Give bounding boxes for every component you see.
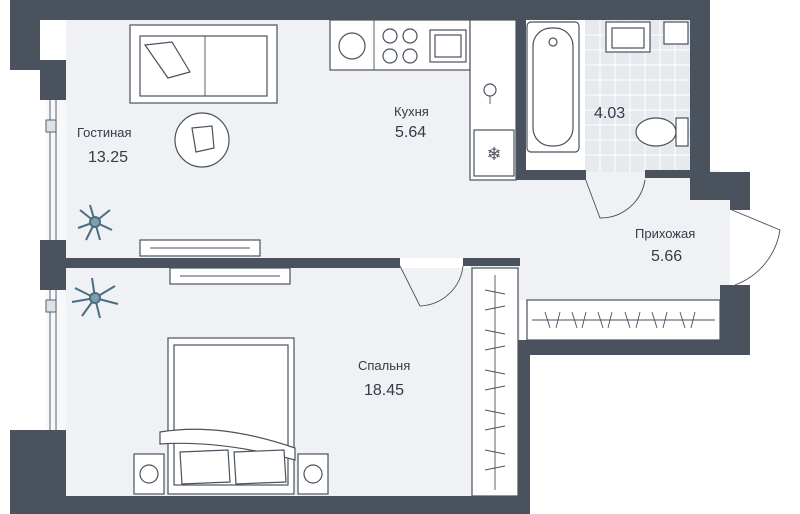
bed-icon: [133, 337, 329, 495]
windows: [45, 100, 57, 430]
kitchen-counter: ❄: [329, 19, 517, 181]
bedroom-name: Спальня: [358, 358, 410, 373]
living-room-area: 13.25: [88, 149, 128, 166]
plant-icon: [71, 277, 119, 319]
bathroom-sink-icon: [605, 21, 651, 53]
bathroom-area: 4.03: [594, 105, 625, 122]
wardrobe-icon: [526, 299, 721, 341]
washing-machine-icon: [338, 32, 366, 60]
hall-name: Прихожая: [635, 226, 695, 241]
hall-area: 5.66: [651, 248, 682, 265]
bedroom-area: 18.45: [364, 382, 404, 399]
washer-box: [663, 21, 689, 45]
kitchen-name: Кухня: [394, 104, 429, 119]
svg-text:❄: ❄: [486, 144, 501, 165]
bathtub-icon: [526, 21, 580, 153]
plant-icon: [77, 204, 113, 241]
sink-icon: [429, 29, 467, 63]
bedroom-tv-unit-icon: [169, 267, 291, 285]
fridge-icon: ❄: [473, 129, 515, 177]
living-room-name: Гостиная: [77, 125, 132, 140]
armchair-icon: [174, 112, 230, 168]
bedroom-wardrobe-icon: [471, 267, 519, 497]
sofa-icon: [129, 24, 278, 104]
tv-unit-icon: [139, 239, 261, 257]
stove-icon: [382, 28, 418, 64]
kitchen-area: 5.64: [395, 124, 426, 141]
glass-icon: [483, 83, 497, 104]
toilet-icon: [635, 117, 689, 147]
door-icon: [399, 177, 781, 307]
